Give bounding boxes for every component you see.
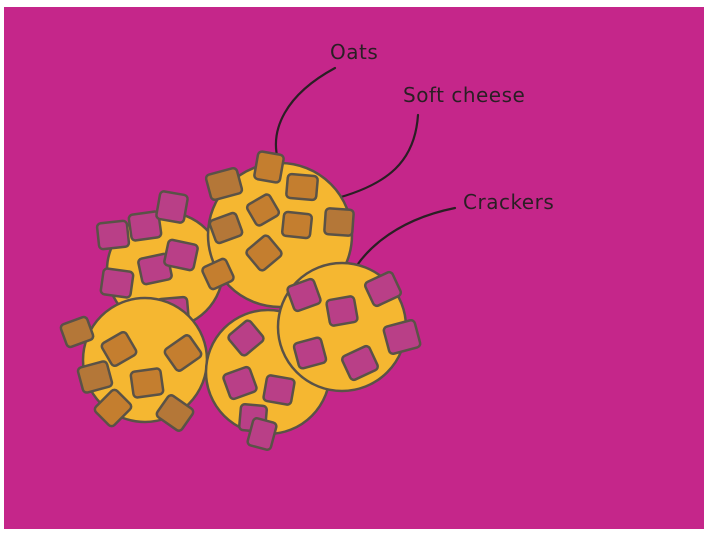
oat-chunk: [130, 368, 163, 398]
cracker-chunk: [164, 239, 199, 271]
oat-chunk: [282, 212, 312, 239]
cracker-chunk: [97, 221, 130, 250]
cracker-chunk: [156, 191, 188, 223]
cracker-chunk: [326, 296, 358, 326]
oat-chunk: [286, 174, 318, 201]
label-oats: Oats: [330, 40, 378, 64]
oat-chunk: [324, 208, 354, 236]
label-crackers: Crackers: [463, 190, 554, 214]
label-soft-cheese: Soft cheese: [403, 83, 525, 107]
cracker-chunk: [100, 268, 133, 298]
oat-chunk: [254, 151, 284, 183]
cracker-chunk: [263, 375, 295, 405]
cracker-chunk: [293, 337, 327, 369]
